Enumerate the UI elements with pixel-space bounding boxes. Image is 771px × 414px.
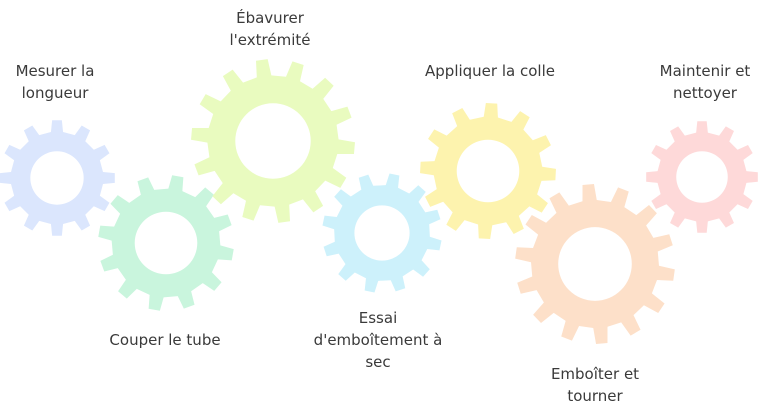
step-label-7: Maintenir et nettoyer bbox=[659, 62, 751, 102]
step-label-1: Mesurer la longueur bbox=[15, 62, 95, 102]
gear-2 bbox=[98, 175, 234, 311]
gear-3 bbox=[191, 59, 355, 223]
gear-7 bbox=[646, 121, 758, 233]
step-label-2: Couper le tube bbox=[109, 331, 221, 349]
step-label-3: Ébavurer l'extrémité bbox=[229, 9, 311, 49]
step-label-6: Emboîter et tourner bbox=[550, 365, 640, 405]
step-label-5: Appliquer la colle bbox=[425, 62, 555, 80]
gear-6 bbox=[515, 184, 675, 344]
gear-5 bbox=[420, 103, 556, 239]
gear-1 bbox=[0, 120, 115, 236]
gear-4 bbox=[322, 173, 442, 293]
step-label-4: Essai d'emboîtement à sec bbox=[313, 309, 443, 371]
